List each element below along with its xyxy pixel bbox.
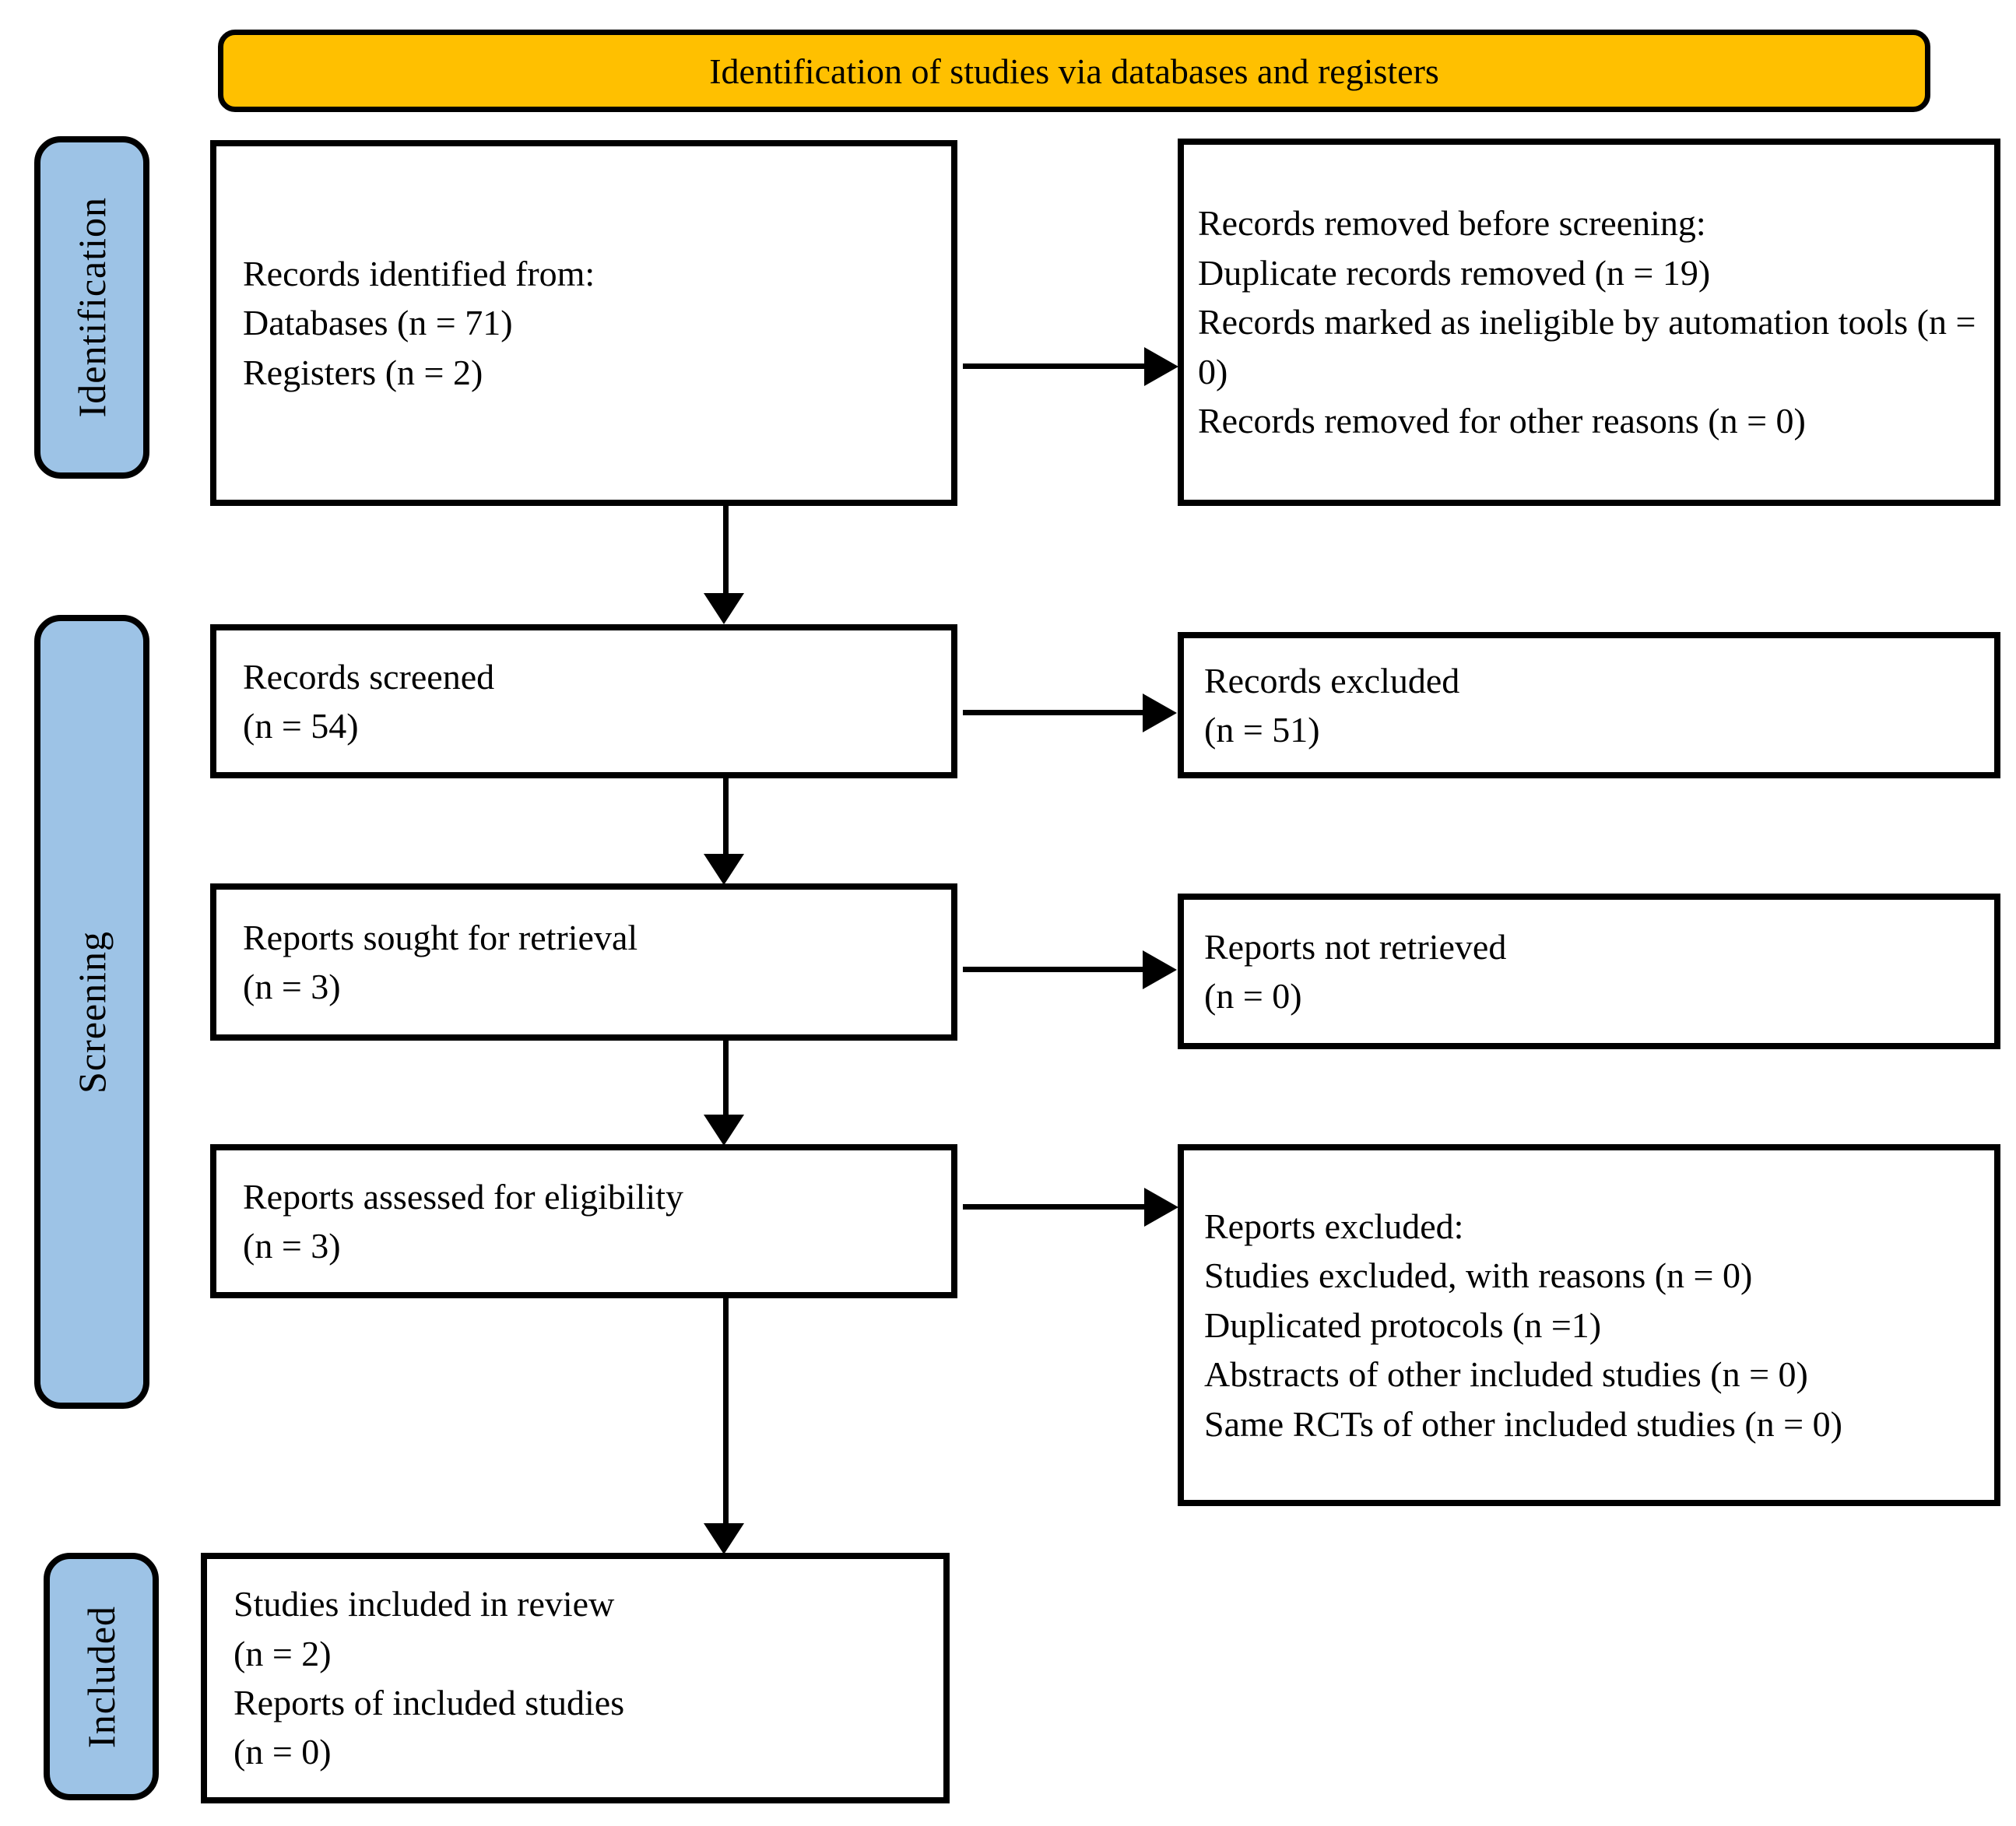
arrow-assessed-to-reports-excluded-shaft (963, 1204, 1147, 1210)
arrow-identified-to-screened-shaft (723, 506, 729, 598)
box-reports-sought-for-retrieval: Reports sought for retrieval (n = 3) (210, 883, 957, 1041)
arrow-identified-to-removed-shaft (963, 363, 1147, 369)
box-records-excluded: Records excluded (n = 51) (1178, 632, 2000, 778)
arrow-identified-to-screened-head (704, 593, 744, 624)
box-reports-excluded: Reports excluded: Studies excluded, with… (1178, 1144, 2000, 1506)
box-records-identified: Records identified from: Databases (n = … (210, 140, 957, 506)
banner-title: Identification of studies via databases … (218, 30, 1930, 112)
arrow-screened-to-sought-shaft (723, 778, 729, 856)
box-records-screened: Records screened (n = 54) (210, 624, 957, 778)
arrow-sought-to-assessed-head (704, 1115, 744, 1146)
stage-label-screening: Screening (34, 615, 149, 1409)
arrow-assessed-to-included-head (704, 1523, 744, 1554)
stage-label-identification: Identification (34, 136, 149, 479)
arrow-screened-to-sought-head (704, 854, 744, 885)
arrow-identified-to-removed-head (1144, 347, 1178, 386)
arrow-sought-to-not-retrieved-shaft (963, 967, 1145, 972)
stage-label-screening-text: Screening (70, 930, 114, 1094)
box-reports-not-retrieved: Reports not retrieved (n = 0) (1178, 894, 2000, 1049)
box-studies-included-in-review: Studies included in review (n = 2) Repor… (201, 1553, 950, 1803)
stage-label-identification-text: Identification (70, 197, 114, 418)
arrow-sought-to-not-retrieved-head (1143, 950, 1177, 989)
arrow-sought-to-assessed-shaft (723, 1041, 729, 1117)
box-records-removed-before-screening: Records removed before screening: Duplic… (1178, 139, 2000, 506)
box-reports-assessed-for-eligibility: Reports assessed for eligibility (n = 3) (210, 1144, 957, 1298)
stage-label-included: Included (44, 1553, 159, 1800)
arrow-screened-to-excluded-head (1143, 694, 1177, 732)
arrow-assessed-to-reports-excluded-head (1144, 1188, 1178, 1227)
arrow-screened-to-excluded-shaft (963, 710, 1145, 715)
stage-label-included-text: Included (79, 1605, 123, 1748)
arrow-assessed-to-included-shaft (723, 1298, 729, 1526)
